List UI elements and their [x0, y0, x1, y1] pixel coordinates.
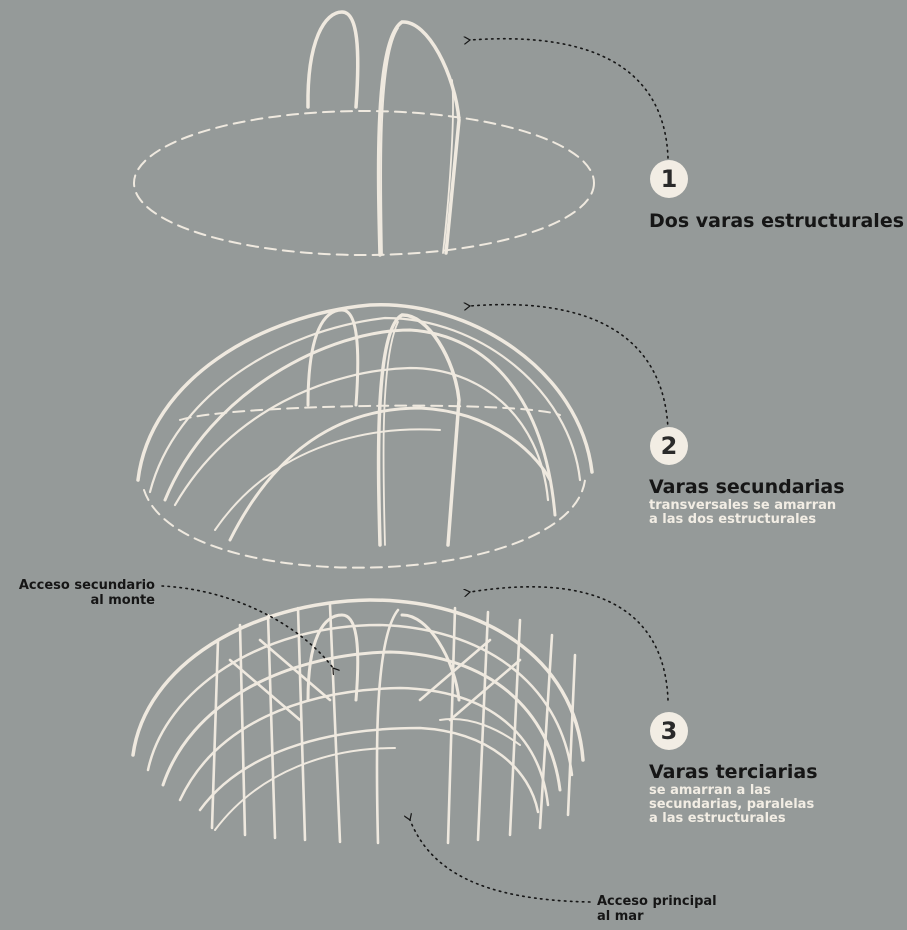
connector-step-3 — [470, 587, 668, 700]
stage-1-drawing — [134, 12, 594, 255]
connector-main-access — [410, 820, 590, 902]
secondary-access-label: Acceso secundario al monte — [5, 578, 155, 608]
main-access-label: Acceso principal al mar — [597, 894, 717, 924]
step-2-desc-line-1: transversales se amarran — [649, 499, 836, 513]
step-3-number-badge: 3 — [650, 712, 688, 750]
step-3-title: Varas terciarias — [649, 761, 818, 783]
step-3-desc-line-1: se amarran a las — [649, 784, 771, 798]
step-3-desc-line-3: a las estructurales — [649, 812, 786, 826]
step-1-title: Dos varas estructurales — [649, 210, 904, 232]
secondary-access-line-1: Acceso secundario — [5, 578, 155, 593]
secondary-access-line-2: al monte — [5, 593, 155, 608]
step-1-number-badge: 1 — [650, 160, 688, 198]
main-access-line-1: Acceso principal — [597, 894, 717, 909]
stage-3-drawing — [133, 600, 583, 843]
connector-step-1 — [470, 39, 668, 158]
step-2-number-badge: 2 — [650, 427, 688, 465]
main-access-line-2: al mar — [597, 909, 717, 924]
step-2-title: Varas secundarias — [649, 476, 845, 498]
stage-2-drawing — [138, 305, 592, 568]
step-3-desc-line-2: secundarias, paralelas — [649, 798, 814, 812]
stage-1-footprint-ellipse — [134, 111, 594, 255]
step-2-desc-line-2: a las dos estructurales — [649, 513, 816, 527]
stage-1-rod-left — [308, 12, 358, 107]
connector-step-2 — [470, 305, 668, 430]
